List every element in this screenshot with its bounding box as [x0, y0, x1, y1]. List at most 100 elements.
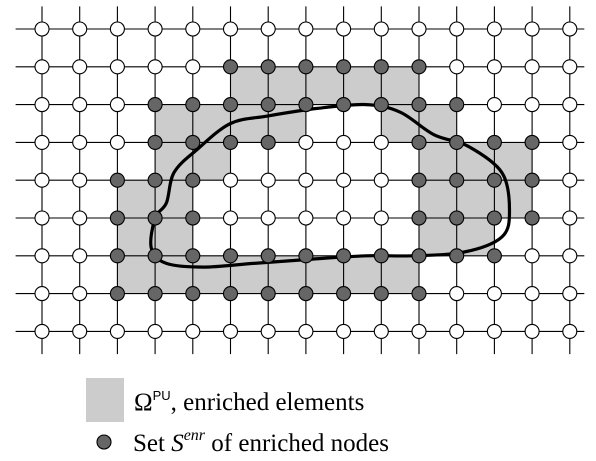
enriched-node [147, 210, 163, 226]
node [109, 323, 125, 339]
node [562, 172, 578, 188]
legend-enriched-elements-label: , enriched elements [171, 389, 365, 416]
enriched-element [117, 255, 156, 294]
node [562, 323, 578, 339]
enriched-element [381, 104, 420, 143]
enriched-node [524, 172, 540, 188]
enriched-node [109, 286, 125, 302]
node [72, 172, 88, 188]
enriched-node [147, 134, 163, 150]
enriched-node [109, 210, 125, 226]
node [336, 21, 352, 37]
node [449, 21, 465, 37]
node [185, 323, 201, 339]
legend-set-suffix: of enriched nodes [205, 430, 389, 457]
legend-enriched-elements-text: ΩPU, enriched elements [134, 388, 364, 416]
node [486, 323, 502, 339]
enriched-element [230, 104, 269, 143]
node [72, 286, 88, 302]
node [72, 97, 88, 113]
enriched-node [486, 210, 502, 226]
enriched-node [222, 286, 239, 302]
node [562, 59, 578, 75]
node [298, 21, 314, 37]
node [72, 248, 88, 264]
node [486, 59, 502, 75]
enriched-element [117, 179, 156, 219]
enriched-element [192, 255, 231, 294]
node [562, 210, 578, 226]
interface-curve-layer [149, 102, 512, 269]
enriched-element [494, 179, 533, 219]
node [72, 323, 88, 339]
node [72, 210, 88, 226]
node [449, 286, 465, 302]
enriched-element [117, 217, 156, 257]
enriched-node [336, 59, 352, 75]
enriched-node [373, 248, 389, 264]
enriched-node [185, 210, 201, 226]
node [34, 97, 50, 113]
node [72, 21, 88, 37]
enriched-node [260, 59, 276, 75]
node [260, 210, 276, 226]
node [185, 59, 201, 75]
enriched-node [486, 172, 502, 188]
enriched-node [411, 248, 427, 264]
node [147, 21, 163, 37]
enriched-element [305, 255, 344, 294]
enriched-node [524, 134, 540, 150]
enriched-node [222, 97, 239, 113]
node [222, 323, 239, 339]
enriched-element [418, 142, 457, 181]
node [486, 286, 502, 302]
enriched-elements-layer [117, 66, 533, 294]
node [486, 21, 502, 37]
nodes-layer [34, 21, 578, 339]
node [260, 172, 276, 188]
node [109, 134, 125, 150]
node [373, 172, 389, 188]
enriched-node [449, 248, 465, 264]
legend: ΩPU, enriched elements Set Senr of enric… [86, 378, 389, 457]
enriched-node [411, 172, 427, 188]
enriched-node [486, 248, 502, 264]
node [562, 97, 578, 113]
node [260, 21, 276, 37]
node [524, 323, 540, 339]
enriched-node [147, 172, 163, 188]
enriched-element [381, 255, 420, 294]
enriched-node [298, 286, 314, 302]
legend-enriched-node-marker [96, 434, 112, 450]
node [147, 323, 163, 339]
enriched-node [411, 97, 427, 113]
node [562, 248, 578, 264]
enriched-node [411, 210, 427, 226]
enriched-node [222, 134, 239, 150]
node [411, 323, 427, 339]
node [373, 323, 389, 339]
enriched-node [449, 97, 465, 113]
enriched-node [185, 134, 201, 150]
node [222, 210, 239, 226]
legend-enriched-nodes-text: Set Senr of enriched nodes [133, 427, 389, 457]
enriched-element [305, 66, 344, 105]
enriched-node [373, 97, 389, 113]
node [373, 134, 389, 150]
node [34, 172, 50, 188]
enriched-element [267, 66, 307, 105]
legend-omega-symbol: Ω [134, 389, 153, 416]
node [486, 97, 502, 113]
enriched-node [260, 248, 276, 264]
node [336, 210, 352, 226]
node [34, 248, 50, 264]
node [411, 21, 427, 37]
enriched-node [373, 286, 389, 302]
enriched-node [222, 59, 239, 75]
node [373, 210, 389, 226]
node [298, 134, 314, 150]
node [34, 134, 50, 150]
enriched-node [411, 59, 427, 75]
enriched-node [298, 248, 314, 264]
